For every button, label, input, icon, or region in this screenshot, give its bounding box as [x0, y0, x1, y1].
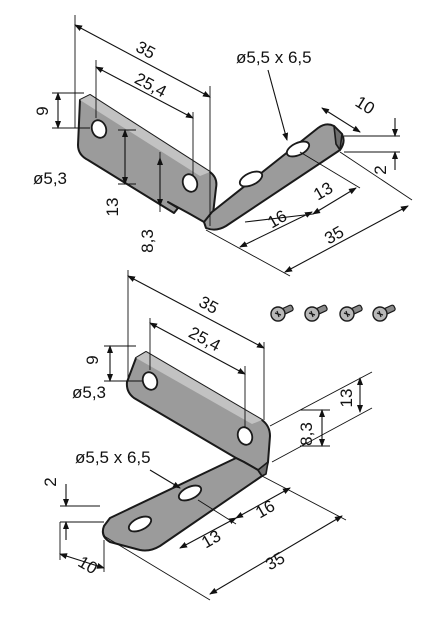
- bottom-dim-d5-3: ø5,3: [72, 383, 106, 402]
- bottom-hole-upper-2: [236, 426, 254, 446]
- top-dim-35-diag: 35: [321, 222, 347, 248]
- bottom-hole-upper-1: [141, 371, 159, 391]
- top-dim-25-4-line: [95, 66, 194, 119]
- bottom-dim-8-3: 8,3: [297, 422, 316, 446]
- top-dim-13-diag: 13: [310, 178, 336, 204]
- top-bracket-left-leg: [77, 94, 218, 224]
- top-dim-35: 35: [133, 37, 159, 63]
- bottom-slot-lower-1: [177, 484, 203, 502]
- top-dim-13-vert: 13: [103, 198, 122, 217]
- screw-1: [270, 304, 294, 322]
- top-dim-2: 2: [371, 165, 390, 174]
- top-dim-9: 9: [33, 106, 52, 115]
- bottom-dim-16: 16: [252, 496, 278, 522]
- top-dim-d5-3: ø5,3: [33, 169, 67, 188]
- screw-3: [339, 304, 363, 322]
- bottom-dim-25-4: 25,4: [186, 323, 224, 355]
- screw-2: [304, 304, 328, 322]
- top-dim-8-3: 8,3: [138, 229, 157, 253]
- bottom-dim-9: 9: [83, 355, 102, 364]
- top-bracket: 35 25,4 9 ø5,3 13 8,3 ø5,5 x 6,5 10 2 13…: [33, 15, 413, 277]
- top-dim-16: 16: [264, 206, 290, 232]
- top-dim-slot: ø5,5 x 6,5: [236, 48, 312, 67]
- top-slot-leader: [267, 69, 289, 141]
- top-dim-10: 10: [352, 92, 378, 118]
- bottom-dim-13-right: 13: [337, 389, 356, 408]
- top-dim-25-4: 25,4: [132, 69, 170, 101]
- top-hole-left-2: [181, 173, 199, 193]
- bottom-dim-10: 10: [75, 552, 101, 578]
- bottom-dim-slot: ø5,5 x 6,5: [75, 448, 151, 467]
- bottom-bracket-lower-leg: [101, 457, 263, 552]
- top-hole-left-1: [90, 119, 108, 139]
- screw-4: [372, 304, 396, 322]
- bottom-dim-35-diag: 35: [262, 548, 288, 574]
- bottom-slot-lower-2: [127, 515, 153, 533]
- bottom-slot-leader: [149, 469, 181, 489]
- bottom-dim-13-diag: 13: [198, 526, 224, 552]
- top-slot-right-1: [238, 170, 264, 188]
- bottom-bracket: 35 25,4 9 ø5,3 13 8,3 ø5,5 x 6,5 2 16 13…: [41, 270, 373, 601]
- top-slot-right-2: [285, 140, 311, 158]
- screws: [270, 304, 396, 322]
- bottom-dim-2: 2: [41, 477, 60, 486]
